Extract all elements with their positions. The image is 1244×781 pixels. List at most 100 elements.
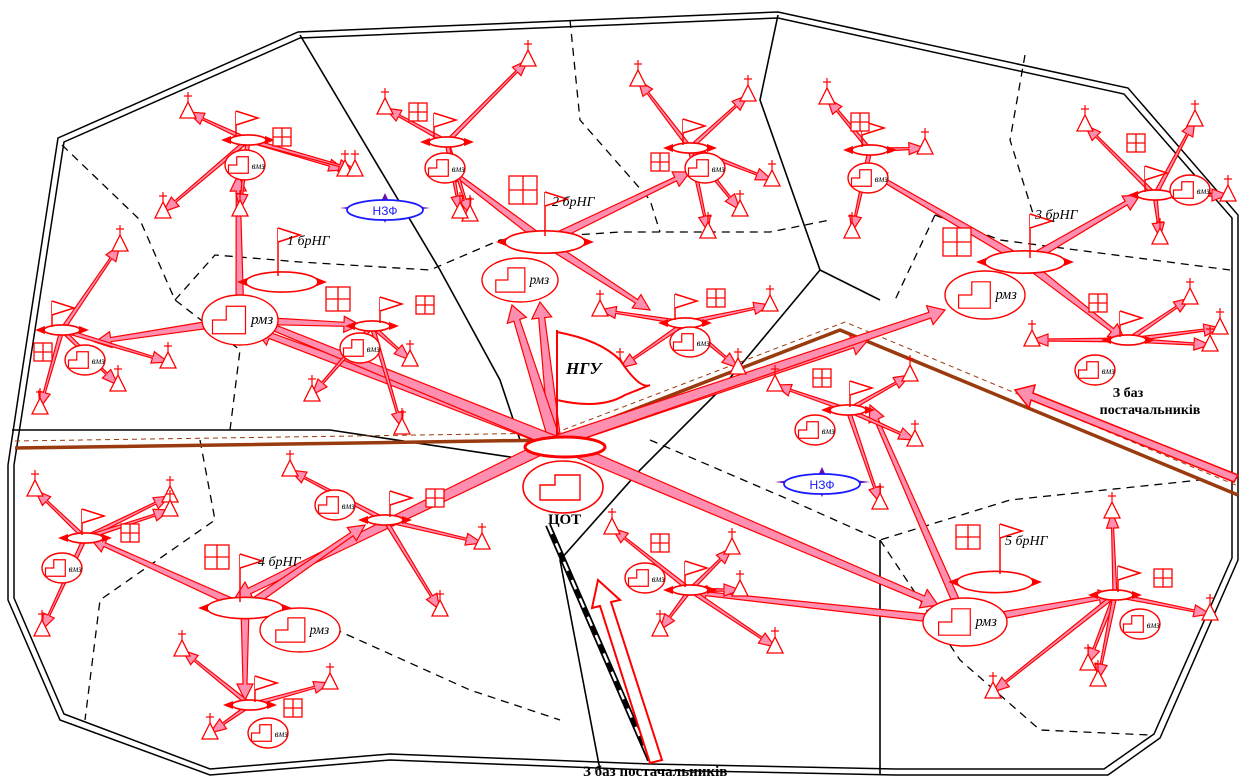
unit-ellipse	[671, 142, 709, 154]
ellipse-pointer	[358, 516, 368, 524]
supply-label-bottom: З баз постачальників	[583, 764, 727, 780]
post-triangle	[870, 491, 890, 510]
supply-arrow	[687, 546, 734, 593]
nzf-label-2: НЗФ	[810, 478, 835, 492]
post-triangle	[915, 136, 935, 155]
outer-border	[7, 11, 1239, 776]
post-triangle	[158, 350, 178, 369]
vmz-depot	[339, 332, 381, 364]
ellipse-pointer	[976, 258, 986, 266]
ellipse-pointer	[843, 146, 853, 154]
post-triangle	[400, 348, 420, 367]
rmz-depot-label: рмз	[309, 622, 330, 637]
ellipse-pointer	[1064, 258, 1074, 266]
post-triangle	[108, 373, 128, 392]
ellipse-pointer	[464, 138, 474, 146]
vmz-depot	[1169, 174, 1211, 206]
vmz-depot	[1119, 608, 1161, 640]
ellipse-pointer	[887, 146, 897, 154]
post-triangle	[30, 396, 50, 415]
unit-ellipse	[671, 584, 709, 596]
post-triangle	[905, 428, 925, 447]
vmz-depot-label: вмз	[1197, 186, 1211, 196]
flag-icon	[1119, 310, 1145, 326]
flag-icon	[379, 296, 405, 312]
post-triangle	[302, 383, 322, 402]
post-triangle	[320, 671, 340, 690]
ellipse-pointer	[663, 586, 673, 594]
post-triangle	[1218, 183, 1238, 202]
rmz-depot-label: рмз	[250, 312, 273, 328]
hq-label: НГУ	[565, 359, 603, 378]
unit-ellipse	[366, 514, 404, 526]
supply-arrow	[236, 607, 254, 702]
flag-icon	[81, 508, 107, 524]
supply-arrow	[37, 328, 65, 410]
supply-label-right-2: постачальників	[1100, 403, 1201, 418]
flag-icon	[849, 380, 875, 396]
rmz-depot	[944, 270, 1026, 320]
post-triangle	[628, 68, 648, 87]
depot-icon	[672, 333, 694, 351]
post-triangle	[1088, 668, 1108, 687]
depot-icon	[958, 281, 991, 309]
post-triangle	[842, 220, 862, 239]
unit-ellipse	[1136, 189, 1174, 201]
depot-icon	[342, 339, 364, 357]
depot-icon	[317, 496, 339, 514]
flag-icon	[684, 560, 710, 576]
ellipse-pointer	[265, 136, 275, 144]
flag-icon	[389, 490, 415, 506]
vmz-depot	[684, 152, 726, 184]
supply-arrows	[33, 58, 1230, 734]
sub-boundaries	[61, 19, 1231, 736]
post-triangle	[32, 618, 52, 637]
post-triangle	[1180, 286, 1200, 305]
post-triangle	[765, 373, 785, 392]
ellipse-pointer	[420, 138, 430, 146]
ellipse-pointer	[345, 322, 355, 330]
nzf-2: НЗФ	[775, 467, 870, 497]
cot-label: ЦОТ	[548, 512, 581, 528]
post-triangle	[730, 578, 750, 597]
supply-arrow	[610, 526, 693, 593]
post-triangle	[1102, 500, 1122, 519]
flag-icon	[1144, 165, 1170, 181]
ellipse-pointer	[198, 604, 208, 612]
unit-ellipse	[984, 250, 1066, 275]
unit-ellipse	[245, 271, 319, 293]
vmz-depot-label: вмз	[822, 426, 836, 436]
ellipse-pointer	[584, 238, 594, 246]
supply-arrow	[551, 435, 940, 609]
ellipse-pointer	[1101, 336, 1111, 344]
ellipse-pointer	[1128, 191, 1138, 199]
supply-label-right-1: З баз	[1113, 386, 1144, 401]
flag-icon	[682, 118, 708, 134]
depot-icon	[1122, 615, 1144, 633]
vmz-depot-label: вмз	[652, 574, 666, 584]
post-triangle	[722, 536, 742, 555]
hq-symbol: НГУ	[556, 330, 651, 440]
post-triangle	[602, 516, 622, 535]
unit-ellipse	[829, 404, 867, 416]
post-triangle	[1078, 652, 1098, 671]
ellipse-pointer	[707, 586, 717, 594]
flag-icon	[239, 553, 265, 569]
post-triangle	[472, 531, 492, 550]
vmz-depot	[669, 326, 711, 358]
post-triangle	[450, 200, 470, 219]
supply-arrow	[991, 592, 1118, 694]
unit-ellipse	[66, 532, 104, 544]
unit-ellipse	[1096, 589, 1134, 601]
ellipse-pointer	[1088, 591, 1098, 599]
flag-icon	[1117, 565, 1143, 581]
depot-icon	[275, 617, 306, 643]
supply-arrow	[688, 587, 777, 648]
post-triangle	[765, 635, 785, 654]
post-triangle	[178, 100, 198, 119]
post-triangle	[1022, 328, 1042, 347]
post-triangle	[900, 363, 920, 382]
depot-icon	[44, 559, 66, 577]
post-triangle	[1075, 113, 1095, 132]
